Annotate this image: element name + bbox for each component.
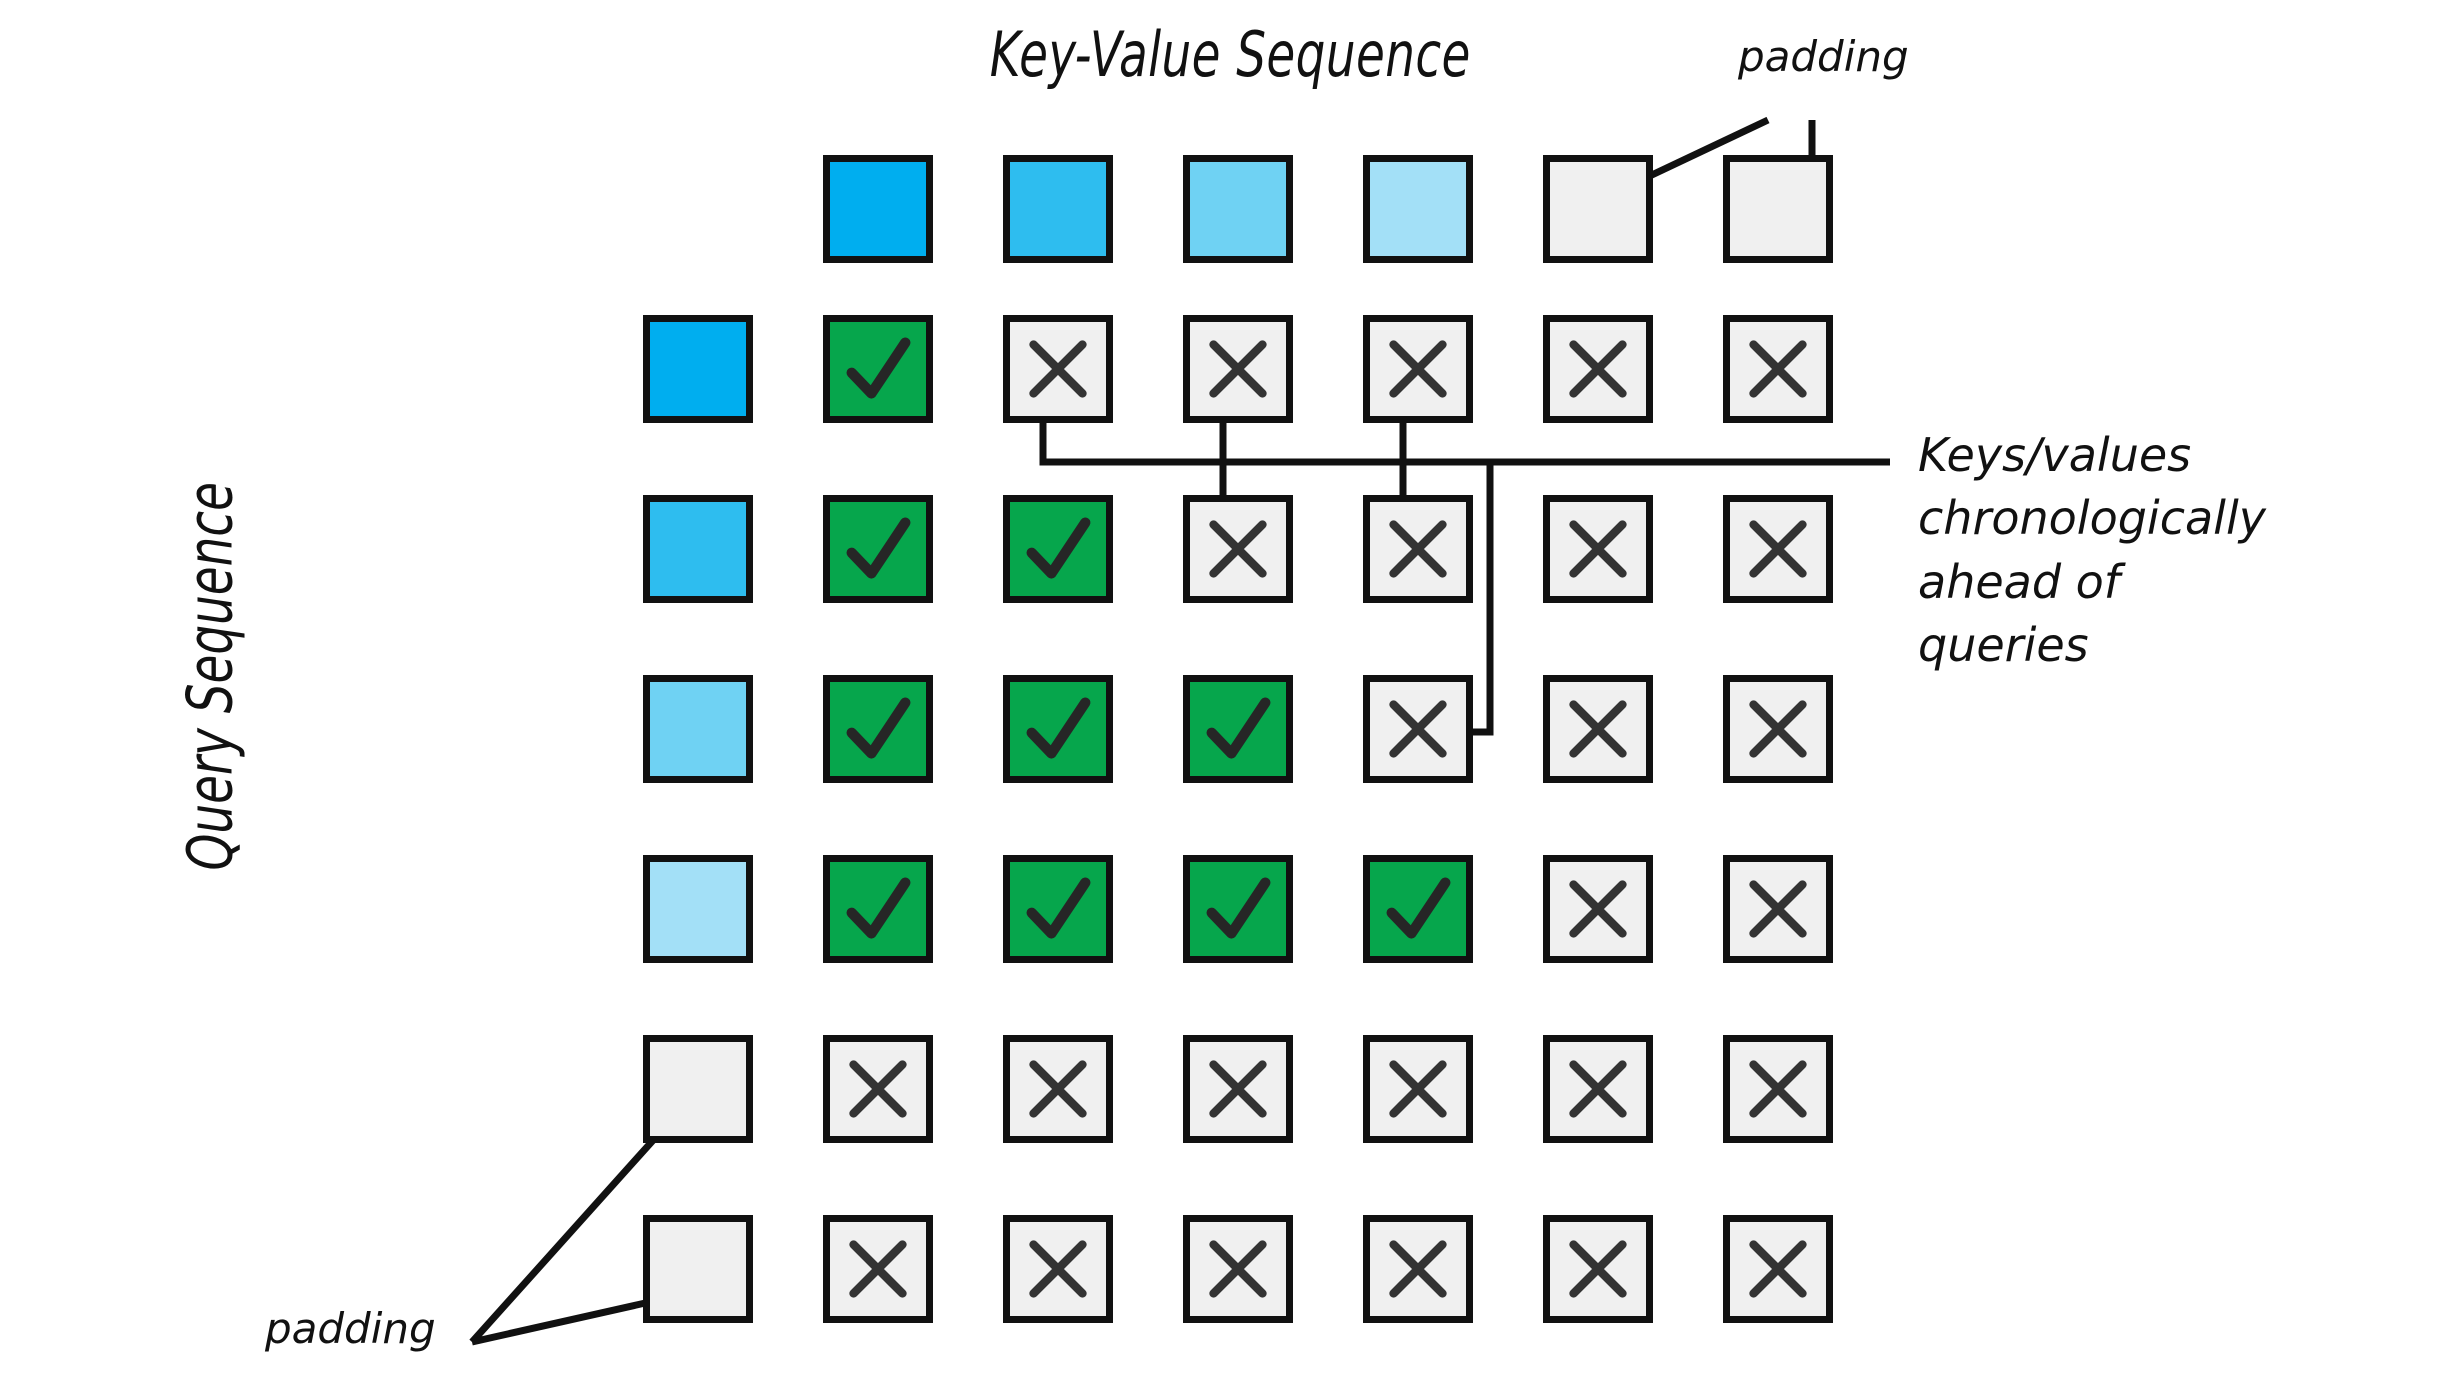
mask-cell-r4-c5 (1723, 1035, 1833, 1143)
check-icon (1386, 877, 1451, 939)
mask-cell-r2-c2 (1183, 675, 1293, 783)
cross-icon (1389, 520, 1447, 578)
mask-cell-r1-c4 (1543, 495, 1653, 603)
cross-icon (1209, 1240, 1267, 1298)
mask-cell-r0-c3 (1363, 315, 1473, 423)
kv-header-cell-3 (1183, 155, 1293, 263)
check-icon (846, 877, 911, 939)
cross-icon (1029, 1240, 1087, 1298)
cross-icon (849, 1060, 907, 1118)
mask-cell-r1-c2 (1183, 495, 1293, 603)
cross-icon (1749, 1240, 1807, 1298)
cross-icon (1569, 880, 1627, 938)
query-header-cell-4 (643, 1035, 753, 1143)
cross-icon (1749, 880, 1807, 938)
annotation-keys-values: Keys/values chronologically ahead of que… (1918, 428, 2266, 673)
mask-cell-r3-c5 (1723, 855, 1833, 963)
mask-cell-r5-c3 (1363, 1215, 1473, 1323)
check-icon (1206, 697, 1271, 759)
check-icon (1026, 697, 1091, 759)
kv-header-cell-1 (823, 155, 933, 263)
query-header-cell-0 (643, 315, 753, 423)
mask-cell-r0-c5 (1723, 315, 1833, 423)
cross-icon (1389, 700, 1447, 758)
cross-icon (1569, 700, 1627, 758)
query-header-cell-1 (643, 495, 753, 603)
page-title: Key-Value Sequence (989, 18, 1471, 91)
mask-cell-r4-c1 (1003, 1035, 1113, 1143)
cross-icon (1029, 340, 1087, 398)
check-icon (1026, 877, 1091, 939)
query-header-cell-5 (643, 1215, 753, 1323)
query-header-cell-3 (643, 855, 753, 963)
mask-cell-r2-c1 (1003, 675, 1113, 783)
mask-cell-r5-c2 (1183, 1215, 1293, 1323)
cross-icon (1209, 1060, 1267, 1118)
query-header-cell-2 (643, 675, 753, 783)
cross-icon (1749, 520, 1807, 578)
cross-icon (1749, 340, 1807, 398)
mask-cell-r0-c1 (1003, 315, 1113, 423)
mask-cell-r4-c4 (1543, 1035, 1653, 1143)
mask-cell-r3-c0 (823, 855, 933, 963)
check-icon (1206, 877, 1271, 939)
mask-cell-r2-c0 (823, 675, 933, 783)
kv-header-cell-4 (1363, 155, 1473, 263)
annotation-padding-bottom: padding (265, 1304, 436, 1353)
kv-leader-trunk (1039, 418, 1890, 466)
cross-icon (1569, 1060, 1627, 1118)
mask-cell-r1-c1 (1003, 495, 1113, 603)
cross-icon (1749, 1060, 1807, 1118)
kv-header-cell-6 (1723, 155, 1833, 263)
cross-icon (1029, 1060, 1087, 1118)
check-icon (1026, 517, 1091, 579)
cross-icon (1749, 700, 1807, 758)
cross-icon (1569, 520, 1627, 578)
kv-header-cell-5 (1543, 155, 1653, 263)
annotation-padding-top: padding (1738, 32, 1909, 81)
mask-cell-r4-c0 (823, 1035, 933, 1143)
check-icon (846, 337, 911, 399)
mask-cell-r3-c4 (1543, 855, 1653, 963)
mask-cell-r3-c2 (1183, 855, 1293, 963)
cross-icon (1389, 340, 1447, 398)
cross-icon (1389, 1240, 1447, 1298)
cross-icon (1209, 520, 1267, 578)
check-icon (846, 697, 911, 759)
cross-icon (1209, 340, 1267, 398)
mask-cell-r5-c5 (1723, 1215, 1833, 1323)
cross-icon (849, 1240, 907, 1298)
mask-cell-r2-c5 (1723, 675, 1833, 783)
mask-cell-r0-c4 (1543, 315, 1653, 423)
mask-cell-r5-c1 (1003, 1215, 1113, 1323)
mask-cell-r0-c0 (823, 315, 933, 423)
mask-cell-r2-c4 (1543, 675, 1653, 783)
mask-cell-r1-c3 (1363, 495, 1473, 603)
mask-cell-r5-c0 (823, 1215, 933, 1323)
mask-cell-r0-c2 (1183, 315, 1293, 423)
kv-header-cell-2 (1003, 155, 1113, 263)
mask-cell-r3-c1 (1003, 855, 1113, 963)
cross-icon (1389, 1060, 1447, 1118)
mask-cell-r3-c3 (1363, 855, 1473, 963)
mask-cell-r1-c5 (1723, 495, 1833, 603)
mask-cell-r5-c4 (1543, 1215, 1653, 1323)
mask-cell-r2-c3 (1363, 675, 1473, 783)
mask-cell-r1-c0 (823, 495, 933, 603)
mask-cell-r4-c2 (1183, 1035, 1293, 1143)
y-axis-label: Query Sequence (173, 482, 247, 871)
check-icon (846, 517, 911, 579)
cross-icon (1569, 340, 1627, 398)
cross-icon (1569, 1240, 1627, 1298)
mask-cell-r4-c3 (1363, 1035, 1473, 1143)
